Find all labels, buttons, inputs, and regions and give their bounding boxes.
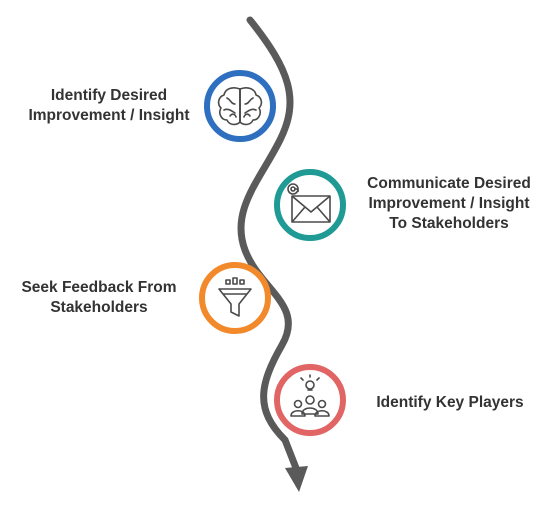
team-lightbulb-icon — [290, 374, 330, 417]
step-2-node — [274, 169, 346, 241]
brain-icon — [217, 87, 263, 126]
step-3-label: Seek Feedback From Stakeholders — [0, 278, 198, 318]
step-4-node — [274, 364, 346, 436]
step-1-label: Identify Desired Improvement / Insight — [18, 86, 200, 126]
arrow-head-icon — [285, 466, 308, 492]
step-2-line-2: Improvement / Insight — [368, 195, 530, 212]
step-4-label: Identify Key Players — [352, 393, 548, 413]
step-3-line-1: Seek Feedback From — [21, 279, 177, 296]
step-2-ring — [274, 169, 346, 241]
email-envelope-icon — [287, 183, 331, 223]
step-1-line-1: Identify Desired — [50, 87, 168, 104]
step-3-line-2: Stakeholders — [50, 299, 148, 316]
step-3-node — [199, 262, 271, 334]
step-4-line-1: Identify Key Players — [376, 394, 524, 411]
step-1-line-2: Improvement / Insight — [28, 107, 190, 124]
step-2-line-1: Communicate Desired — [367, 175, 531, 192]
step-2-label: Communicate Desired Improvement / Insigh… — [342, 174, 556, 234]
step-2-line-3: To Stakeholders — [389, 215, 509, 232]
winding-path — [237, 16, 300, 472]
step-3-ring — [199, 262, 271, 334]
step-1-node — [204, 70, 276, 142]
funnel-icon — [218, 277, 252, 317]
